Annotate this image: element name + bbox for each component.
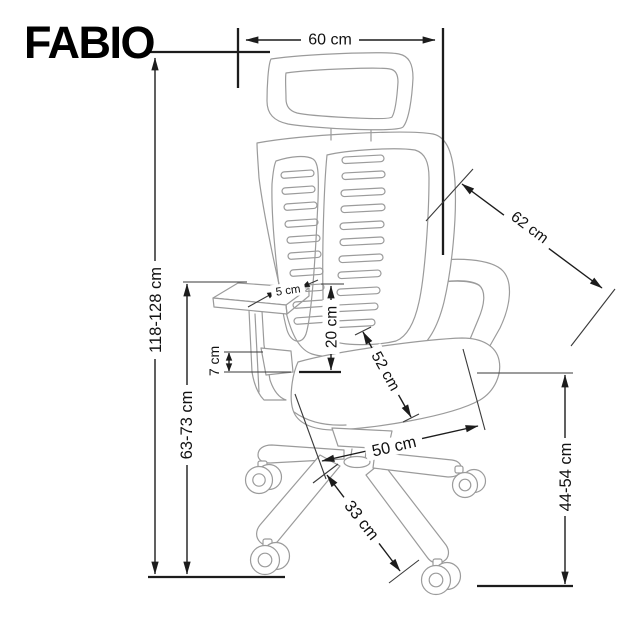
svg-text:44-54 cm: 44-54 cm	[557, 443, 575, 512]
dim-armrest-pad	[247, 279, 319, 308]
dim-label-armrest-depth: 7 cm	[206, 340, 222, 382]
dimension-annotations: 60 cm 118-128 cm 63-73 cm 5 cm 7 cm 20 c…	[145, 28, 616, 588]
svg-text:62 cm: 62 cm	[507, 208, 551, 247]
chair-backrest	[256, 131, 457, 359]
svg-text:118-128 cm: 118-128 cm	[147, 267, 165, 353]
backrest-slats-right	[334, 154, 386, 329]
backrest-right-panel	[322, 148, 430, 346]
dim-label-armrest-height: 63-73 cm	[176, 385, 196, 465]
svg-text:5 cm: 5 cm	[275, 283, 301, 298]
dim-label-armrest-pad: 5 cm	[270, 280, 306, 300]
caster-wheel-front-right	[420, 558, 462, 596]
svg-text:33 cm: 33 cm	[340, 497, 382, 543]
dim-armrest-depth	[224, 351, 291, 373]
dim-label-backrest-diagonal: 62 cm	[502, 203, 558, 251]
svg-text:20 cm: 20 cm	[323, 306, 340, 348]
dim-label-top-width: 60 cm	[301, 30, 359, 49]
product-title: FABIO	[24, 17, 155, 68]
caster-wheel-front-left	[249, 538, 291, 576]
backrest-left-panel	[271, 155, 319, 342]
svg-text:60 cm: 60 cm	[308, 32, 352, 49]
dim-label-seat-height: 44-54 cm	[555, 438, 575, 516]
caster-wheel-right	[451, 465, 487, 499]
base-leg-left	[257, 444, 345, 464]
caster-wheel-left	[244, 460, 283, 495]
chair-headrest	[266, 52, 414, 142]
svg-text:63-73 cm: 63-73 cm	[178, 391, 196, 460]
armrest-bracket	[260, 347, 294, 376]
dim-label-backrest-gap: 20 cm	[322, 300, 340, 354]
svg-text:7 cm: 7 cm	[206, 346, 222, 376]
dim-label-overall-height: 118-128 cm	[145, 261, 165, 359]
base-leg-front-right	[365, 461, 450, 564]
dim-label-base-leg: 33 cm	[337, 491, 387, 549]
dim-overall-height	[148, 50, 285, 579]
